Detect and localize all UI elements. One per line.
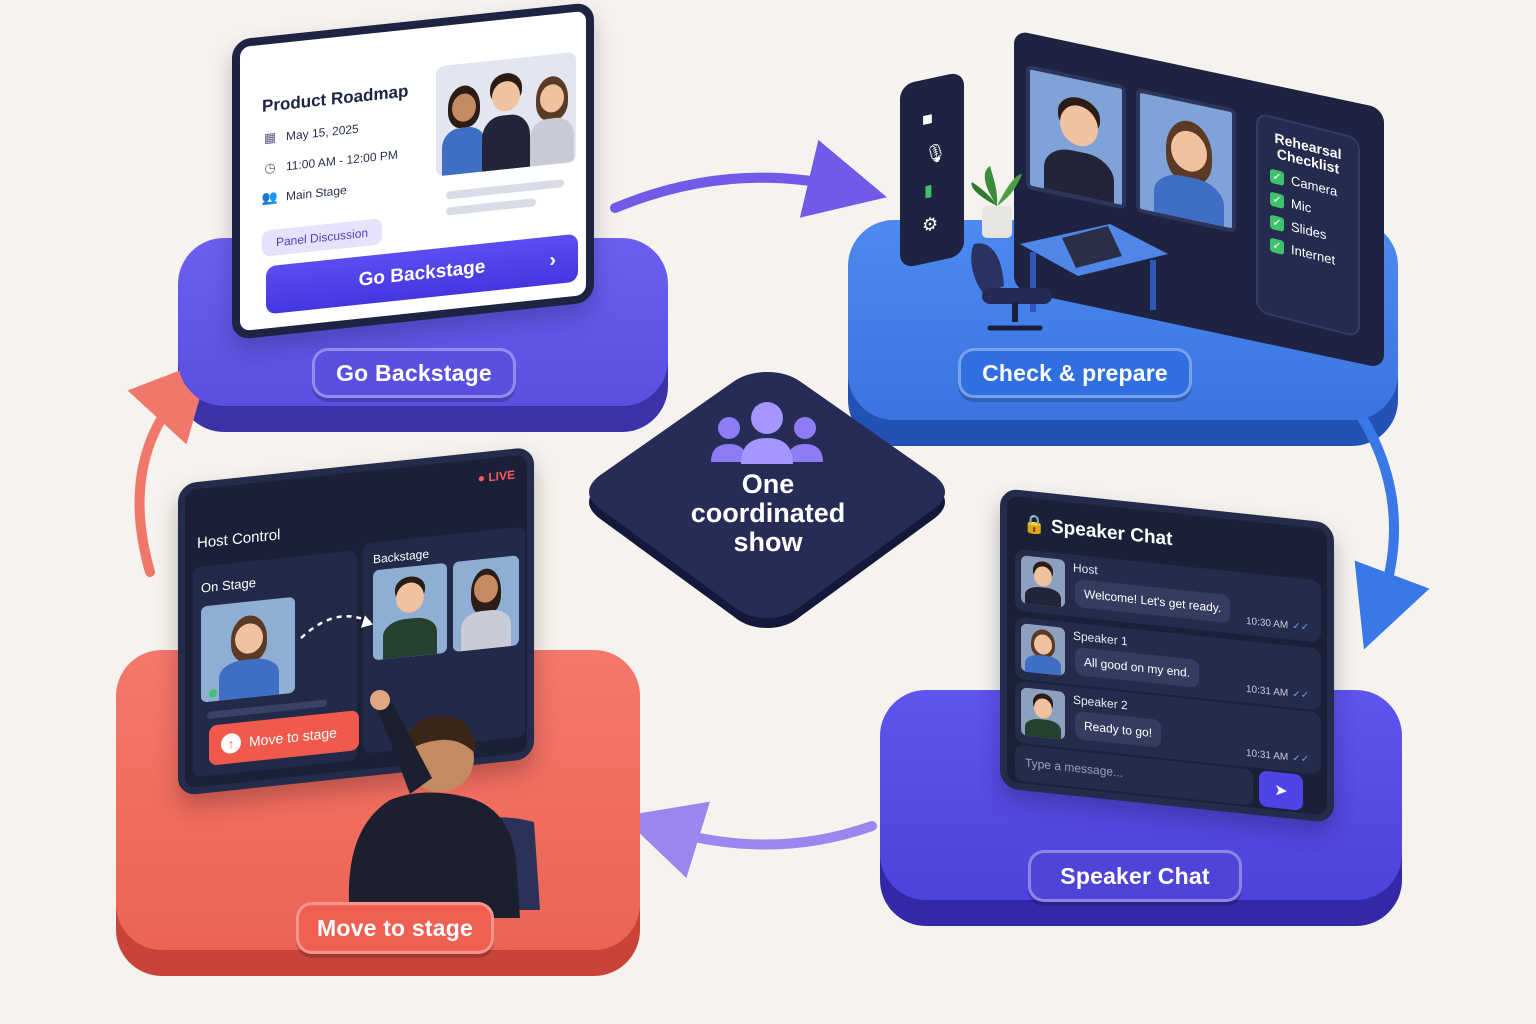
check-icon: ✓ [1270,167,1284,186]
speaker-avatar [530,74,574,167]
step-label-move-to-stage: Move to stage [296,902,494,954]
message-sender: Host [1073,560,1098,578]
roadmap-card: Product Roadmap ▦ May 15, 2025 ◷ 11:00 A… [232,1,594,340]
center-line2: coordinated [690,498,846,528]
date-row: ▦ May 15, 2025 [262,121,359,147]
arrow-to-check [610,139,887,218]
message-text: All good on my end. [1075,646,1200,688]
center-line1: One [741,469,795,499]
center-caption: One coordinated show [640,470,896,557]
arrow-to-backstage [127,358,212,577]
send-button[interactable]: ➤ [1259,770,1303,811]
placeholder-bar [446,179,564,200]
lock-icon: 🔒 [1023,513,1046,536]
desk-scene [971,166,1168,331]
message-text: Ready to go! [1075,710,1162,748]
location-row: 👥 Main Stage [262,182,347,207]
message-text: Welcome! Let's get ready. [1075,578,1231,624]
arrow-to-stage [621,801,877,879]
rehearsal-checklist: Rehearsal Checklist ✓Camera ✓Mic ✓Slides… [1256,112,1360,338]
chevron-right-icon: › [549,248,556,272]
speaker-avatar [442,83,486,176]
gear-icon: ⚙ [922,212,939,237]
backstage-video-tile[interactable] [373,562,447,661]
on-stage-video-tile [201,596,295,703]
read-receipt-icon: ✓✓ [1292,752,1309,766]
read-receipt-icon: ✓✓ [1292,620,1309,634]
active-dot [209,688,217,698]
speaker-avatar [482,71,530,172]
location-text: Main Stage [286,182,347,204]
host-control-card: ● LIVE Host Control On Stage Backstage ↑… [178,446,534,796]
message-sender: Speaker 1 [1073,628,1128,649]
date-text: May 15, 2025 [286,121,359,144]
plant-icon [971,166,1022,238]
laptop-icon [1062,226,1122,268]
send-icon: ➤ [1274,781,1288,801]
message-sender: Speaker 2 [1073,692,1128,713]
group-icon [711,402,823,464]
speaker-avatar [1021,687,1065,740]
chat-title: Speaker Chat [1051,516,1173,551]
step-label-speaker-chat: Speaker Chat [1028,850,1242,902]
live-indicator: ● LIVE [477,467,515,486]
step-label-go-backstage: Go Backstage [312,348,516,398]
side-wall: ■ 🎙 ▮ ⚙ [900,71,964,269]
message-time: 10:31 AM✓✓ [1245,747,1309,766]
chair [971,243,1052,331]
session-tag: Panel Discussion [262,218,383,257]
time-text: 11:00 AM - 12:00 PM [286,147,398,174]
center-line3: show [733,527,803,557]
camera-icon: ■ [922,107,933,131]
people-icon: 👥 [261,189,279,206]
check-icon: ✓ [1270,190,1284,209]
message-time: 10:31 AM✓✓ [1245,683,1309,702]
check-icon: ✓ [1270,213,1284,232]
read-receipt-icon: ✓✓ [1292,688,1309,702]
arrow-to-chat [1347,397,1430,650]
mic-icon: 🎙 [924,140,947,166]
center-tile [589,372,945,628]
drag-path [300,615,373,639]
speaker-chat-card: 🔒 Speaker Chat Host Welcome! Let's get r… [1000,488,1334,824]
check-icon: ✓ [1270,236,1284,255]
roadmap-title: Product Roadmap [262,81,409,116]
speakers-photo [436,51,576,177]
host-person [348,690,540,918]
step-label-check-prepare: Check & prepare [958,348,1192,398]
signal-icon: ▮ [924,181,933,201]
clock-icon: ◷ [264,159,276,176]
message-time: 10:30 AM✓✓ [1245,615,1309,634]
host-control-title: Host Control [197,526,281,553]
go-backstage-button-label: Go Backstage [358,256,486,291]
calendar-icon: ▦ [263,129,277,146]
time-row: ◷ 11:00 AM - 12:00 PM [262,147,398,177]
speaker-avatar [1021,623,1065,676]
arrow-up-icon: ↑ [221,732,241,755]
placeholder-bar [446,198,536,216]
host-avatar [1021,555,1065,608]
backstage-video-tile[interactable] [453,555,519,653]
